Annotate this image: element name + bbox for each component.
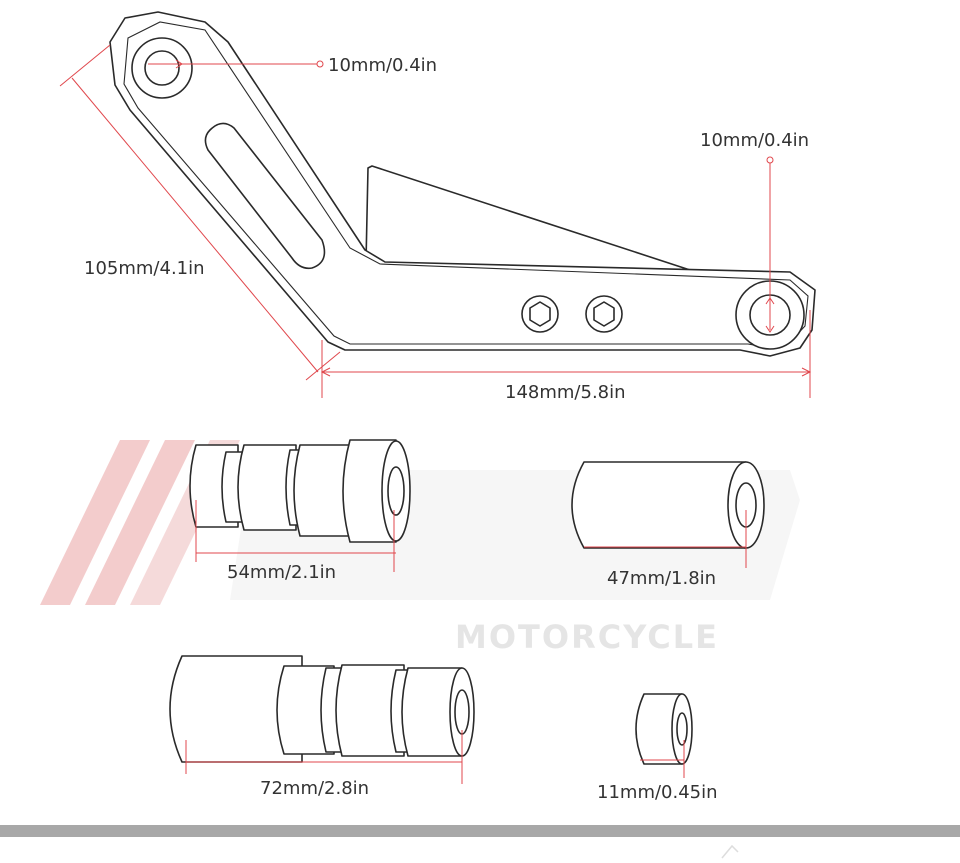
spacer-d: 11mm/0.45in (597, 693, 718, 803)
watermark-text: MOTORCYCLE (455, 618, 719, 656)
spacer-b-label: 47mm/1.8in (607, 568, 716, 589)
watermark-slash-2 (85, 440, 195, 605)
footer-bar (0, 825, 960, 837)
spacer-c-label: 72mm/2.8in (260, 778, 369, 799)
arm-length-label: 105mm/4.1in (84, 258, 205, 279)
bolt-1 (521, 295, 559, 333)
bracket-slot (204, 122, 326, 270)
spacer-d-label: 11mm/0.45in (597, 782, 718, 803)
watermark-slash-1 (40, 440, 150, 605)
bracket (109, 11, 816, 357)
spacer-b: 47mm/1.8in (571, 461, 765, 589)
dim-arm-length: 105mm/4.1in (59, 44, 341, 381)
top-hole (144, 50, 180, 86)
base-length-label: 148mm/5.8in (505, 382, 626, 403)
bracket-gusset (365, 165, 691, 271)
top-hole-label: 10mm/0.4in (328, 55, 437, 76)
spacer-a-label: 54mm/2.1in (227, 562, 336, 583)
spacer-c: 72mm/2.8in (169, 655, 475, 799)
dim-side-hole: 10mm/0.4in (700, 130, 809, 333)
side-hole-label: 10mm/0.4in (700, 130, 809, 151)
spacer-a: 54mm/2.1in (189, 439, 411, 583)
bolt-2 (585, 295, 623, 333)
dim-top-hole: 10mm/0.4in (148, 55, 437, 76)
corner-mark (721, 844, 739, 859)
dim-base-length: 148mm/5.8in (320, 310, 812, 403)
bracket-body (109, 11, 816, 357)
